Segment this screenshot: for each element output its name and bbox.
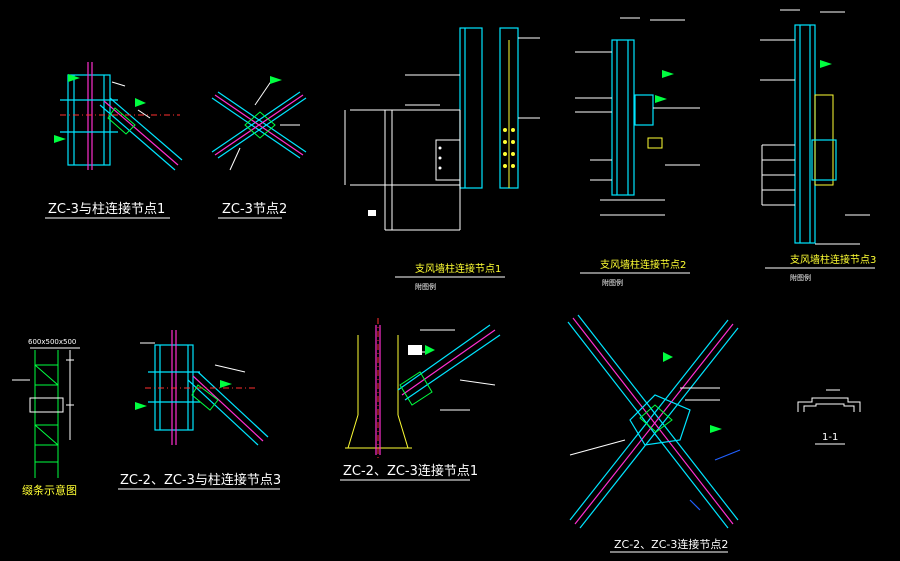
detail-wind-column-node-3 <box>760 9 870 245</box>
detail-title-2: ZC-3节点2 <box>222 202 287 217</box>
detail-zc3-node-2 <box>211 76 307 171</box>
detail-zc2-zc3-node-1 <box>345 318 501 460</box>
detail-zc2-zc3-node-2 <box>567 314 741 529</box>
detail-zc3-column-node-1 <box>54 62 183 171</box>
detail-lacing-diagram <box>12 347 80 478</box>
detail-title-5: 支风墙柱连接节点3 <box>790 253 876 266</box>
detail-wind-column-node-1 <box>344 27 540 231</box>
detail-note-4: 附图例 <box>602 278 623 287</box>
detail-title-10: 1-1 <box>822 432 838 443</box>
detail-title-9: ZC-2、ZC-3连接节点2 <box>614 538 728 551</box>
detail-section-1-1 <box>797 389 861 412</box>
detail-title-4: 支风墙柱连接节点2 <box>600 258 686 271</box>
detail-title-1: ZC-3与柱连接节点1 <box>48 201 165 217</box>
detail-dim-6: 600x500x500 <box>28 338 76 346</box>
detail-title-3: 支风墙柱连接节点1 <box>415 262 501 275</box>
detail-zc2-zc3-column-node-3 <box>135 330 269 446</box>
detail-note-3: 附图例 <box>415 282 436 291</box>
detail-note-5: 附图例 <box>790 273 811 282</box>
detail-title-7: ZC-2、ZC-3与柱连接节点3 <box>120 472 281 488</box>
detail-title-8: ZC-2、ZC-3连接节点1 <box>343 463 478 479</box>
detail-title-6: 缀条示意图 <box>22 483 77 497</box>
detail-wind-column-node-2 <box>575 17 700 216</box>
